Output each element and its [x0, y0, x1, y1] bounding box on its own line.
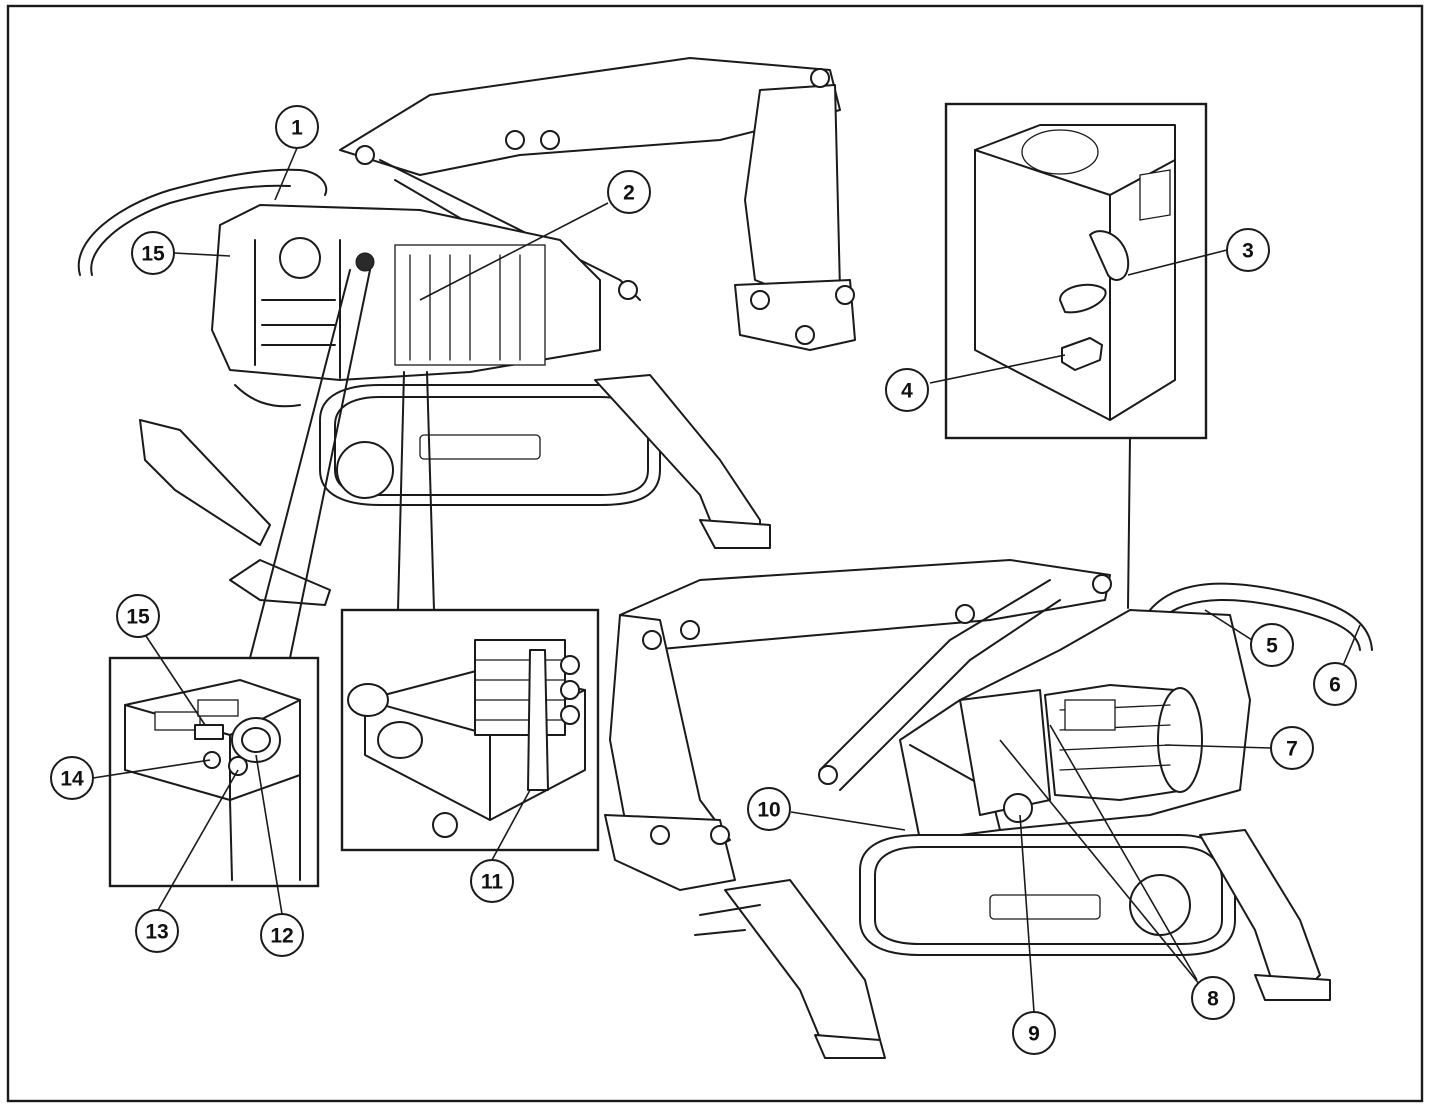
callout-3: 3 — [1226, 228, 1270, 272]
callout-11: 11 — [470, 859, 514, 903]
callout-2: 2 — [607, 170, 651, 214]
pressure-gauge-small — [228, 756, 248, 776]
callout-label: 11 — [481, 871, 504, 894]
inset-tank-frame — [944, 102, 1208, 440]
indicator-light — [203, 751, 221, 769]
callout-label: 10 — [757, 799, 780, 822]
callout-label: 13 — [145, 921, 168, 944]
callout-1: 1 — [275, 105, 319, 149]
callout-14: 14 — [50, 756, 94, 800]
callout-5: 5 — [1250, 623, 1294, 667]
callout-label: 8 — [1207, 988, 1219, 1011]
main-boom — [339, 57, 841, 176]
callout-label: 1 — [291, 117, 303, 140]
callout-label: 5 — [1266, 635, 1278, 658]
inset-panel-frame — [108, 656, 320, 888]
solenoid-coil — [347, 683, 389, 717]
inset-valve-frame — [340, 608, 600, 852]
leader-lines — [92, 147, 1361, 1013]
hydraulic-tank — [974, 124, 1176, 421]
main-boom-front — [619, 559, 1111, 651]
outrigger-rear-left — [139, 419, 271, 546]
callout-label: 15 — [141, 243, 165, 266]
hour-meter — [194, 724, 224, 740]
callout-label: 14 — [60, 768, 84, 791]
callouts: 1 2 3 4 5 6 7 8 9 10 11 12 13 14 15 15 — [50, 105, 1357, 1055]
callout-label: 12 — [270, 925, 293, 948]
callout-4: 4 — [885, 368, 929, 412]
tank-filler-breather — [1089, 230, 1130, 281]
callout-12: 12 — [260, 913, 304, 957]
callout-7: 7 — [1270, 726, 1314, 770]
callout-13: 13 — [135, 909, 179, 953]
inset-valve-block — [340, 371, 600, 852]
cable-hook-right — [1149, 582, 1373, 651]
callout-label: 4 — [901, 380, 913, 403]
callout-10: 10 — [747, 787, 791, 831]
callout-label: 3 — [1242, 240, 1254, 263]
callout-label: 6 — [1329, 674, 1341, 697]
callout-15-machine: 15 — [131, 231, 175, 275]
tank-drain-valve — [1061, 337, 1103, 371]
callout-9: 9 — [1012, 1011, 1056, 1055]
callout-8: 8 — [1191, 976, 1235, 1020]
cable-hook-left — [77, 168, 328, 276]
machine-front-view — [604, 559, 1373, 1059]
inset-tank — [944, 102, 1208, 609]
callout-label: 2 — [623, 182, 635, 205]
outer-frame — [6, 4, 1424, 1103]
callout-label: 7 — [1286, 738, 1298, 761]
arm-dipper — [744, 84, 841, 301]
machine-rear-view — [77, 57, 856, 606]
inset-control-panel — [108, 269, 371, 888]
callout-15-panel: 15 — [116, 594, 160, 638]
callout-label: 15 — [126, 606, 150, 629]
tool-front — [604, 814, 736, 891]
pressure-port — [527, 649, 549, 791]
callout-label: 9 — [1028, 1023, 1040, 1046]
callout-6: 6 — [1313, 662, 1357, 706]
